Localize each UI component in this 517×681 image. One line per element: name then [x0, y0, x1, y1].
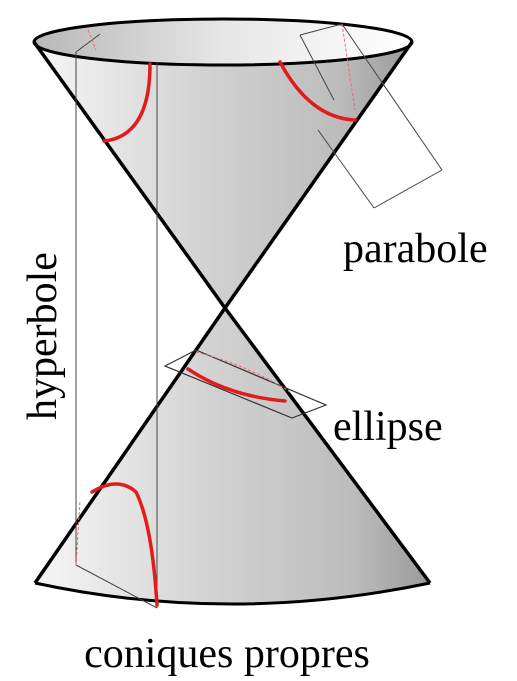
parabola-label: parabole — [343, 226, 488, 272]
ellipse-plane-guide — [195, 351, 291, 393]
lower-cone-right-edge — [223, 306, 432, 585]
conic-curves — [90, 60, 357, 607]
lower-cone-left-edge — [33, 307, 227, 584]
parabola-plane-edge-4 — [317, 129, 375, 209]
parabola-plane-edge-5 — [299, 34, 335, 101]
parabola-plane — [299, 23, 443, 209]
caption: coniques propres — [84, 631, 370, 677]
parabola-plane-edge-2 — [341, 23, 443, 171]
lower-cone-base-edge — [34, 581, 431, 606]
parabola-curve — [278, 60, 357, 122]
ellipse-curve — [186, 367, 287, 403]
parabola-plane-edge-3 — [373, 169, 443, 209]
lower-cone — [33, 306, 432, 606]
parabola-plane-edge-1 — [299, 23, 343, 36]
hyperbola-plane-guide — [75, 29, 97, 566]
hyperbola-label: hyperbole — [20, 252, 66, 420]
lower-cone-body — [35, 308, 430, 604]
parabola-plane-guide — [341, 23, 356, 111]
ellipse-plane — [163, 349, 328, 419]
hyperbola-lower-branch — [90, 482, 159, 607]
hyperbola-plane-top-edge — [75, 33, 101, 53]
upper-cone-right-edge — [223, 40, 414, 310]
upper-cone-left-edge — [32, 40, 227, 310]
hyperbola-plane-bottom-edge — [75, 564, 158, 609]
hyperbola-upper-branch — [102, 62, 152, 143]
ellipse-plane-outline — [163, 349, 328, 419]
ellipse-label: ellipse — [333, 404, 443, 450]
hyperbola-plane — [75, 33, 158, 609]
